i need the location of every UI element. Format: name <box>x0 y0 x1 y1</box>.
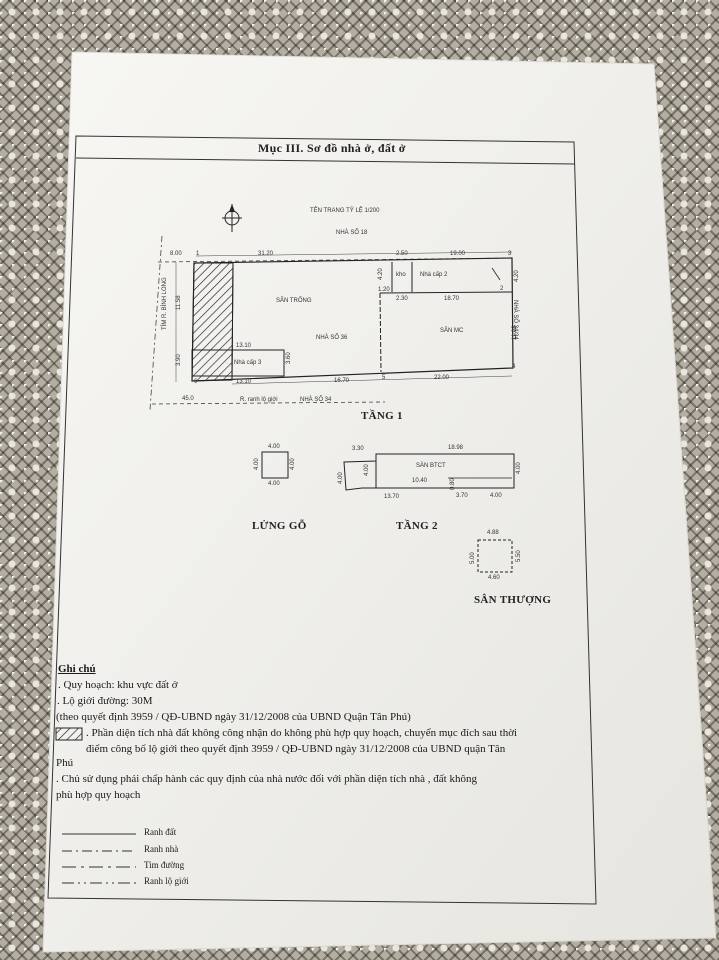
dim-top-b: 19.00 <box>450 251 466 257</box>
dim-small-block-bottom: 13.10 <box>236 379 252 385</box>
terrace-top: 4.88 <box>487 530 499 536</box>
notes-line-2: . Lộ giới đường: 30M <box>57 695 153 707</box>
section-title: Mục III. Sơ đồ nhà ở, đất ở <box>258 141 406 155</box>
north-street-label: TÊN TRANG TỶ LỆ 1/200 <box>310 208 380 214</box>
notes-line-3: (theo quyết định 3959 / QĐ-UBND ngày 31/… <box>56 711 411 723</box>
dim-pt2: 2 <box>500 286 504 292</box>
floor2-top-b: 18.98 <box>448 445 464 451</box>
terrace-bottom: 4.60 <box>488 575 500 581</box>
legend-item-row-boundary: Ranh lộ giới <box>144 876 189 886</box>
floor2-inner: 10.40 <box>412 478 428 484</box>
dim-inner-b: 1.20 <box>378 287 390 293</box>
room-annex: Nhà cấp 2 <box>420 272 448 278</box>
room-house-no: NHÀ SỐ 36 <box>316 335 348 341</box>
dim-inner-c: 2.30 <box>396 296 408 302</box>
floor2-bottom-a: 13.70 <box>384 494 400 500</box>
notes-line-5: điểm công bố lộ giới theo quyết định 395… <box>86 743 506 755</box>
terrace-label: SÂN THƯỢNG <box>474 594 552 606</box>
dim-top-a: 2.50 <box>396 251 408 257</box>
floor2-bottom-b: 3.70 <box>456 493 468 499</box>
south-neighbor-label: NHÀ SỐ 34 <box>300 397 332 403</box>
dim-top-left: 8.00 <box>170 251 182 257</box>
legend-item-boundary-house: Ranh nhà <box>144 844 179 854</box>
floor2-top-a: 3.30 <box>352 446 364 452</box>
north-neighbor-label: NHÀ SỐ 18 <box>336 230 368 236</box>
dim-pt3: 3 <box>508 251 512 257</box>
room-annex-small: kho <box>396 272 406 278</box>
dim-bottom-a: 16.70 <box>334 378 350 384</box>
notes-line-7: . Chủ sử dụng phải chấp hành các quy địn… <box>56 773 477 785</box>
mezzanine-outline <box>261 451 289 479</box>
legend-item-boundary-land: Ranh đất <box>144 827 177 837</box>
room-roofed-yard: SÂN MC <box>440 328 464 334</box>
dim-pt5: 5 <box>382 375 386 381</box>
dim-small-block-top: 13.10 <box>236 343 252 349</box>
dim-top-mid: 31.20 <box>258 251 274 257</box>
legend-item-road-center: Tim đường <box>144 860 185 870</box>
room-corner-block: Nhà cấp 3 <box>234 360 262 366</box>
notes-line-4: . Phần diện tích nhà đất không công nhận… <box>86 727 518 739</box>
dim-pt4: 4 <box>512 364 516 370</box>
dim-bottom-b: 22.00 <box>434 375 450 381</box>
room-yard: SÂN TRỐNG <box>276 298 312 304</box>
mezz-bottom: 4.00 <box>268 481 280 487</box>
floor2-bottom-c: 4.00 <box>490 493 502 499</box>
mezz-label: LỬNG GỖ <box>252 520 307 532</box>
notes-heading: Ghi chú <box>58 663 96 675</box>
south-row-label: R. ranh lộ giới <box>240 397 278 403</box>
lot-outline <box>191 257 514 382</box>
floor2-room-label: SÀN BTCT <box>416 463 446 469</box>
floor1-label: TẦNG 1 <box>361 410 403 422</box>
dim-setback: 45.0 <box>182 396 194 402</box>
dim-inner-d: 18.70 <box>444 296 460 302</box>
mezz-top: 4.00 <box>268 444 280 450</box>
notes-line-1: . Quy hoạch: khu vực đất ở <box>58 679 178 691</box>
dim-pt1: 1 <box>196 251 200 257</box>
notes-line-6: Phú <box>56 757 74 769</box>
terrace-outline <box>477 539 513 573</box>
floor2-label: TẦNG 2 <box>396 520 438 532</box>
north-compass-icon <box>222 204 242 232</box>
notes-line-8: phù hợp quy hoạch <box>56 789 141 801</box>
dim-pt6: 6 <box>194 379 198 385</box>
